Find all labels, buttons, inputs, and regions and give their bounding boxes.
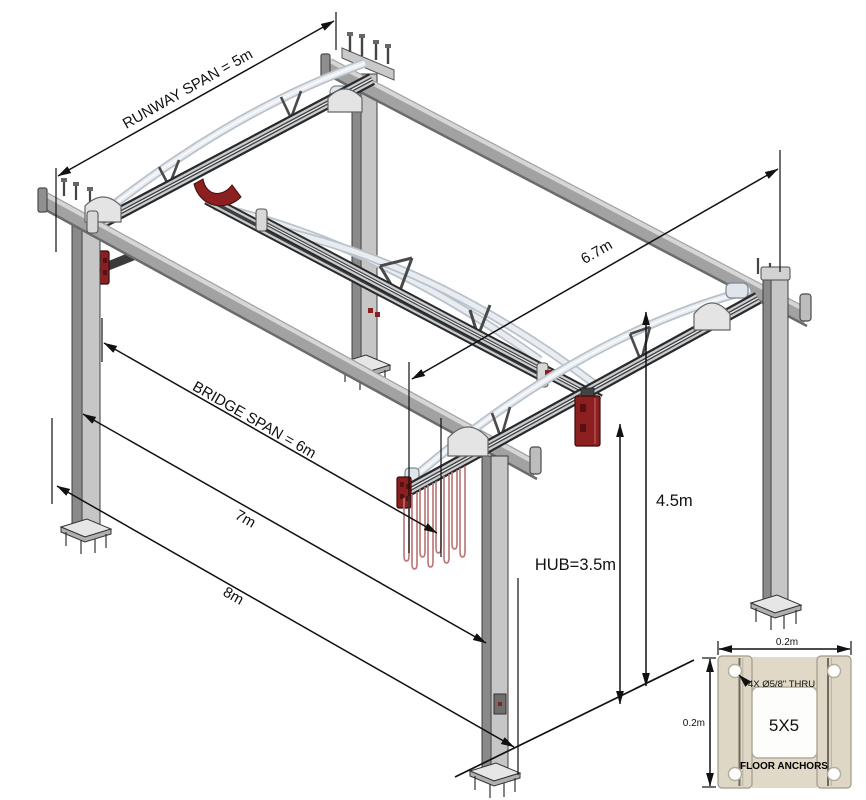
column-right xyxy=(749,266,803,630)
beam-end-face xyxy=(37,187,48,213)
height-label: 4.5m xyxy=(656,492,693,510)
dim-8m-label: 8m xyxy=(220,584,247,609)
dim-7m-label: 7m xyxy=(232,507,259,532)
column-mid-bracket xyxy=(493,693,507,715)
dimension-hub: HUB=3.5m xyxy=(535,423,624,705)
anchor-hole xyxy=(826,663,842,679)
runway-length-label: 6.7m xyxy=(578,236,615,267)
post-cross-section xyxy=(751,686,818,759)
dimension-height-4-5m: 4.5m xyxy=(642,311,693,687)
hole-callout-label: 4X Ø5/8" THRU xyxy=(748,679,815,690)
anchor-hole xyxy=(727,663,743,679)
hoist-trolley-red xyxy=(574,387,601,447)
mount-plate-rear-top xyxy=(341,32,395,81)
bridge-trusses xyxy=(193,178,603,406)
inset-depth-label: 0.2m xyxy=(683,718,705,729)
post-size-label: 5X5 xyxy=(769,716,799,735)
beam-end-face xyxy=(799,293,812,322)
base-plate-front xyxy=(468,762,522,798)
floor-anchors-caption: FLOOR ANCHORS xyxy=(740,761,828,772)
bridge-span-label: BRIDGE SPAN = 6m xyxy=(190,378,319,462)
bridge-end-cap xyxy=(255,208,268,232)
base-plate-right xyxy=(749,594,803,630)
anchor-flange-right xyxy=(816,655,852,789)
bridge-end-trolley-red xyxy=(193,178,242,207)
inset-hole-callout: 4X Ø5/8" THRU xyxy=(738,674,815,690)
anchor-hole xyxy=(727,766,743,782)
inset-dim-width: 0.2m xyxy=(717,637,852,655)
rail-end-cap xyxy=(86,210,99,234)
hub-label: HUB=3.5m xyxy=(535,556,616,574)
tube-end-cap xyxy=(725,282,749,299)
anchor-hole xyxy=(826,766,842,782)
beam-end-face xyxy=(529,446,542,475)
mount-bolts-left xyxy=(61,178,93,206)
inset-dim-depth: 0.2m xyxy=(683,657,716,788)
floor-anchor-detail: 5X5 FLOOR ANCHORS 0.2m 0.2m 4X Ø5/8" THR… xyxy=(683,637,852,789)
ground-line xyxy=(454,659,695,778)
truss-struts xyxy=(157,90,303,187)
inset-width-label: 0.2m xyxy=(776,637,798,648)
header-beam-rear xyxy=(320,32,812,328)
column-rear xyxy=(338,73,392,390)
base-plate-left xyxy=(59,518,113,554)
